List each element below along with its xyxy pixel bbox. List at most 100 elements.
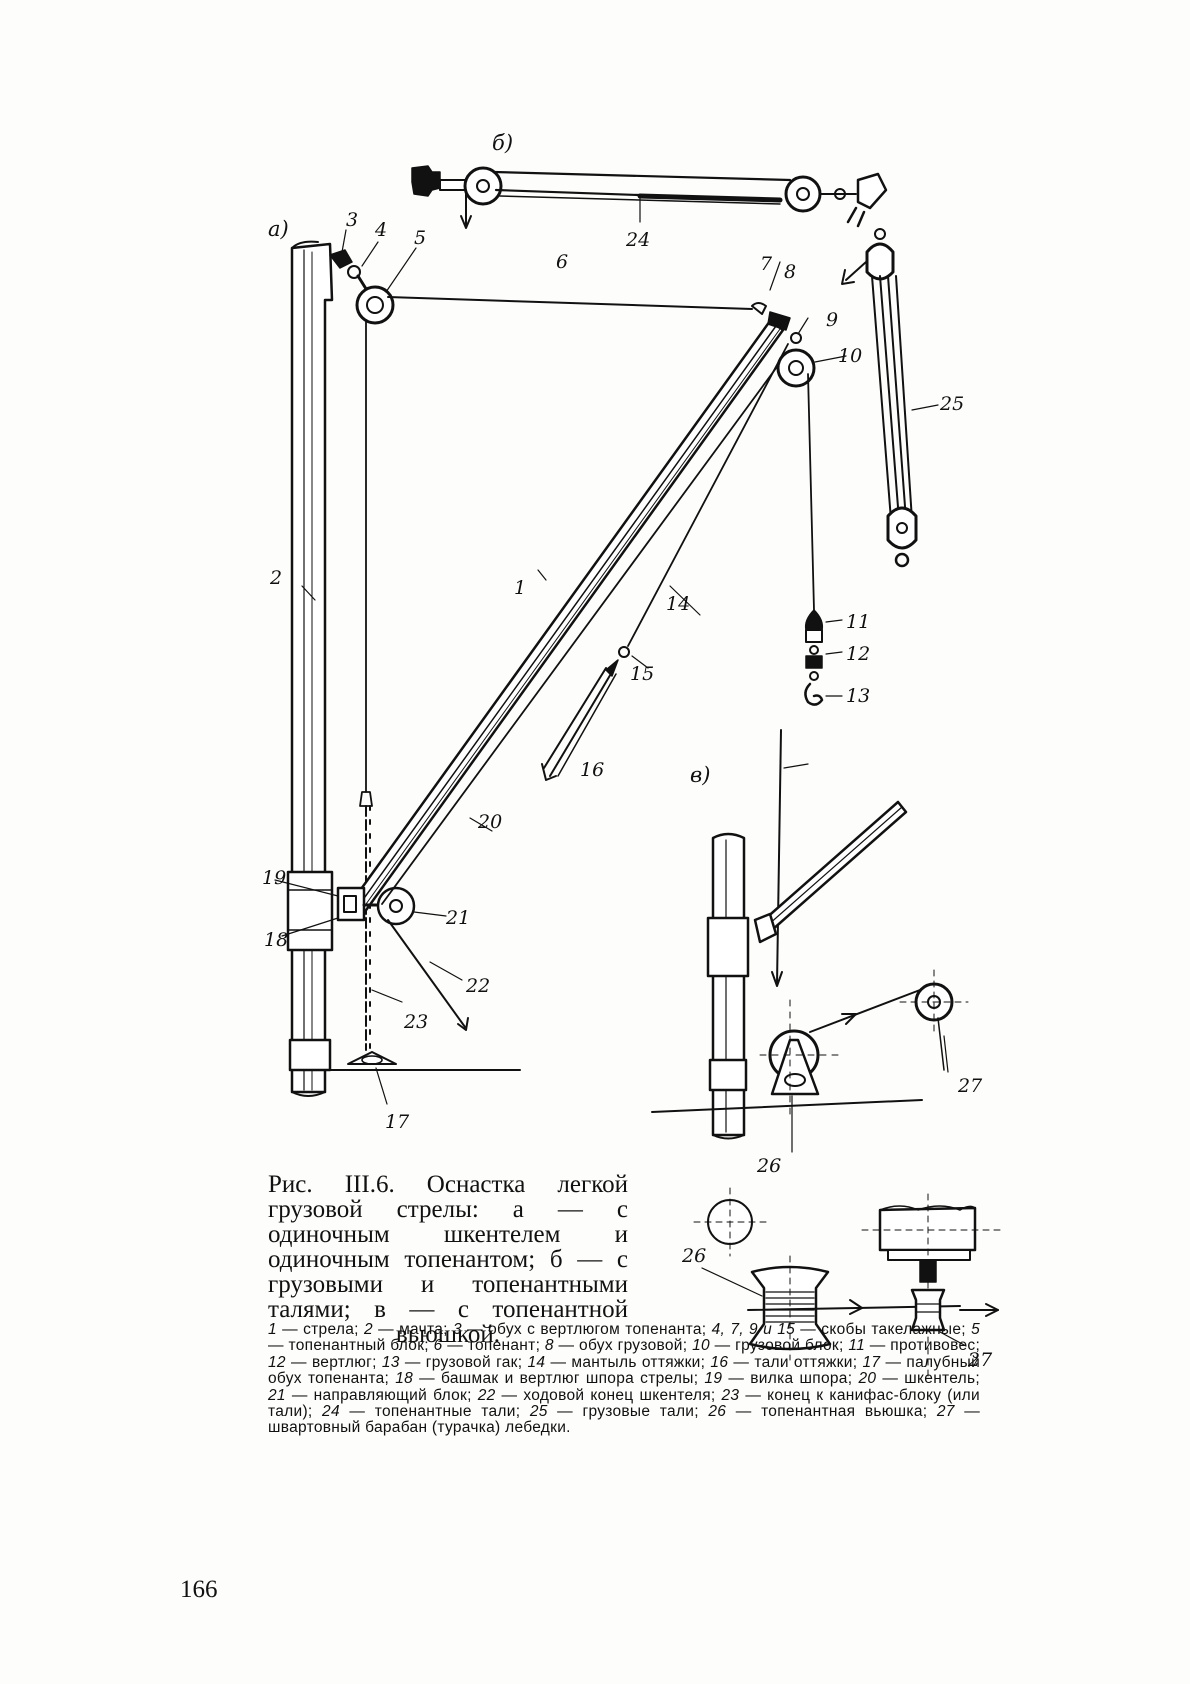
legend-item-text: вилка шпора	[750, 1370, 848, 1388]
legend-item: 5 — топенантный блок;	[268, 1321, 981, 1355]
legend-item-text: обух грузовой	[579, 1337, 683, 1355]
cargo-block	[776, 348, 816, 388]
legend-item-number: 17	[862, 1353, 881, 1371]
legend-item: 8 — обух грузовой;	[544, 1337, 693, 1355]
legend-item: 17 — палубный обух топенанта;	[268, 1353, 981, 1388]
legend-item-number: 3	[452, 1321, 462, 1338]
legend-item-text: швартовный барабан (турачка) лебедки.	[268, 1419, 571, 1437]
legend-item: 3 — обух с вертлюгом топенанта;	[452, 1321, 712, 1338]
legend-item: 21 — направляющий блок;	[268, 1386, 478, 1404]
legend-item-text: вертлюг	[311, 1353, 373, 1371]
callout-27: 27	[957, 1075, 983, 1097]
legend-item-number: 27	[936, 1403, 955, 1421]
legend-item-number: 25	[529, 1403, 548, 1421]
legend-item-text: топенантные тали	[374, 1403, 516, 1421]
legend-item-number: 2	[363, 1321, 373, 1338]
legend-item-text: топенантный блок	[288, 1337, 425, 1355]
cargo-boom	[349, 319, 785, 915]
legend-item: 24 — топенантные тали;	[322, 1403, 530, 1421]
legend-item-number: 1	[268, 1321, 277, 1338]
legend-item-number: 8	[544, 1337, 554, 1355]
legend-item: 16 — тали оттяжки;	[710, 1353, 863, 1371]
legend-item: 26 — топенантная вьюшка;	[708, 1403, 937, 1421]
callout-2: 2	[269, 567, 282, 589]
callout-18: 18	[264, 929, 288, 951]
legend-item-number: 11	[848, 1337, 866, 1355]
legend-item-number: 4, 7, 9 и 15	[711, 1321, 796, 1338]
legend-item-text: топенантная вьюшка	[761, 1403, 923, 1421]
legend-item-text: шкентель	[904, 1370, 976, 1388]
legend-item-text: грузовой гак	[425, 1353, 518, 1371]
legend-item-number: 20	[858, 1370, 877, 1388]
callout-26: 26	[756, 1155, 781, 1177]
legend-item-number: 23	[721, 1386, 740, 1404]
legend-item: 12 — вертлюг;	[268, 1353, 382, 1371]
figure-legend: 1 — стрела; 2 — мачта; 3 — обух с вертлю…	[268, 1321, 981, 1437]
callout-8: 8	[784, 261, 796, 283]
legend-item: 22 — ходовой конец шкентеля;	[477, 1386, 722, 1404]
legend-item-number: 13	[381, 1353, 400, 1371]
callout-19: 19	[262, 867, 286, 889]
callout-20: 20	[477, 811, 502, 833]
panel-v-drawing	[651, 729, 969, 1140]
legend-item-text: грузовые тали	[582, 1403, 695, 1421]
panel-a-drawing	[286, 240, 824, 1097]
legend-item: 11 — противовес;	[848, 1337, 981, 1355]
callout-7: 7	[760, 253, 773, 275]
legend-item: 4, 7, 9 и 15 — скобы такелажные;	[711, 1321, 972, 1338]
panel-b-drawing	[411, 165, 918, 568]
legend-item-text: мантыль оттяжки	[571, 1353, 701, 1371]
legend-item: 1 — стрела;	[268, 1321, 364, 1338]
guy-pendant	[627, 343, 789, 647]
legend-item-text: тали оттяжки	[754, 1353, 853, 1371]
legend-item: 13 — грузовой гак;	[381, 1353, 528, 1371]
legend-item-number: 26	[708, 1403, 727, 1421]
callout-23: 23	[403, 1011, 428, 1033]
callout-15: 15	[630, 663, 654, 685]
legend-item: 18 — башмак и вертлюг шпора стрелы;	[395, 1370, 705, 1388]
callout-1: 1	[514, 577, 526, 599]
callout-3: 3	[346, 209, 358, 231]
legend-item-number: 14	[527, 1353, 546, 1371]
legend-item-text: скобы такелажные	[821, 1321, 962, 1338]
callout-13: 13	[846, 685, 870, 707]
topping-block	[355, 285, 395, 325]
callout-26-detail: 26	[681, 1245, 706, 1267]
legend-item: 23 — конец к канифас-блоку (или тали);	[268, 1386, 980, 1421]
mast	[286, 240, 334, 1097]
callout-5: 5	[414, 227, 426, 249]
callout-22: 22	[465, 975, 490, 997]
legend-item-text: мачта	[399, 1321, 444, 1338]
legend-item: 20 — шкентель;	[858, 1370, 981, 1388]
legend-item-text: стрела	[303, 1321, 355, 1338]
callout-27-detail: 27	[967, 1349, 993, 1371]
detail-drawing	[693, 1187, 1001, 1381]
legend-item: 6 — топенант;	[433, 1337, 545, 1355]
callout-10: 10	[838, 345, 862, 367]
callout-6: 6	[556, 251, 568, 273]
legend-item: 27 — швартовный барабан (турачка) лебедк…	[268, 1403, 981, 1437]
legend-item-number: 22	[477, 1386, 496, 1404]
callout-24: 24	[625, 229, 650, 251]
legend-item: 10 — грузовой блок;	[692, 1337, 849, 1355]
panel-v-label: в)	[690, 763, 710, 787]
leader-lines	[274, 195, 967, 1347]
legend-item-number: 18	[395, 1370, 414, 1388]
legend-item: 2 — мачта;	[363, 1321, 453, 1338]
topping-rope	[387, 296, 753, 310]
callout-11: 11	[846, 611, 870, 633]
callout-17: 17	[385, 1111, 410, 1133]
legend-item-text: конец к канифас-блоку (или тали)	[268, 1386, 980, 1421]
guide-block	[376, 886, 416, 926]
legend-item-number: 5	[971, 1321, 981, 1338]
legend-item-number: 19	[704, 1370, 723, 1388]
callout-14: 14	[666, 593, 690, 615]
legend-item-number: 21	[268, 1386, 286, 1404]
page-number: 166	[180, 1576, 218, 1603]
callout-labels: 1 2 3 4 5 6 7 8 9 10 11 12 13 14 15 16 1…	[262, 209, 993, 1371]
legend-item-text: обух с вертлюгом топенанта	[488, 1321, 702, 1338]
legend-item: 25 — грузовые тали;	[529, 1403, 709, 1421]
figure-caption: Рис. III.6. Оснастка легкой грузовой стр…	[268, 1171, 628, 1348]
